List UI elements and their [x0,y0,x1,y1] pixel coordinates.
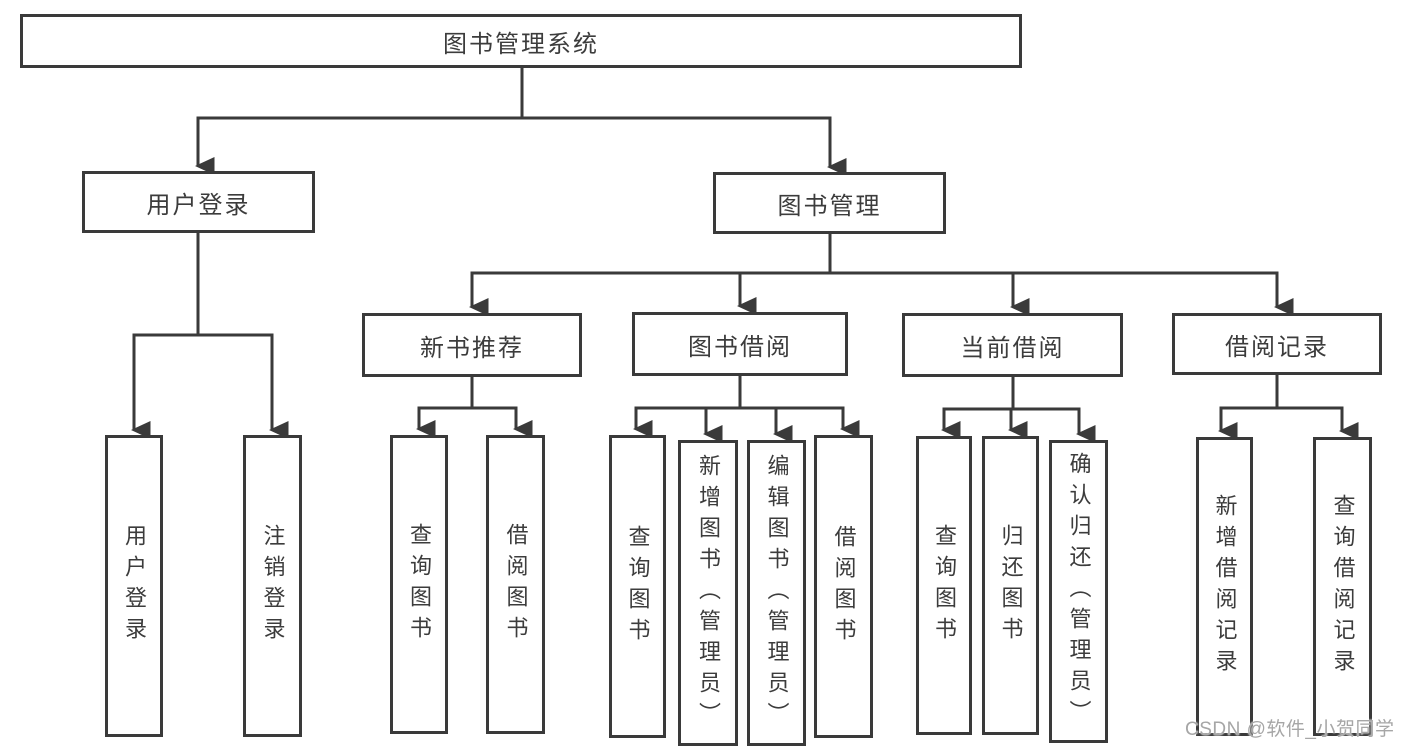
node-book-borrow: 图书借阅 [632,312,848,376]
node-user-login: 用户登录 [82,171,315,233]
leaf-logout: 注销登录 [243,435,302,737]
leaf-borrow-edit-books-admin: 编辑图书（管理员） [747,440,806,746]
node-library-system: 图书管理系统 [20,14,1022,68]
leaf-newbook-query-books: 查询图书 [390,435,448,734]
leaf-newbook-borrow-books: 借阅图书 [486,435,545,734]
node-current-borrow: 当前借阅 [902,313,1123,377]
leaf-record-add-record: 新增借阅记录 [1196,437,1253,736]
node-borrow-record: 借阅记录 [1172,313,1382,375]
leaf-record-query-record: 查询借阅记录 [1313,437,1372,736]
node-book-management: 图书管理 [713,172,946,234]
leaf-user-login: 用户登录 [105,435,163,737]
leaf-borrow-borrow-books: 借阅图书 [814,435,873,738]
node-new-book-recommend: 新书推荐 [362,313,582,377]
leaf-current-query-books: 查询图书 [916,436,972,735]
csdn-watermark: CSDN @软件_小贺同学 [1185,719,1395,740]
leaf-current-return-books: 归还图书 [982,436,1039,735]
leaf-current-confirm-return-admin: 确认归还（管理员） [1049,440,1108,743]
leaf-borrow-query-books: 查询图书 [609,435,666,738]
leaf-borrow-add-books-admin: 新增图书（管理员） [678,440,738,746]
